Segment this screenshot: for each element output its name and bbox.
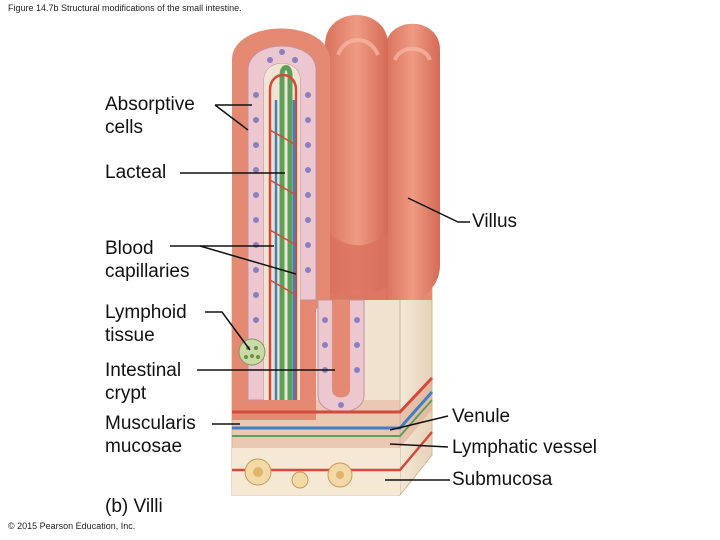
label-blood-capillaries-line2: capillaries (105, 261, 190, 282)
label-lymphoid-tissue-line1: Lymphoid (105, 302, 187, 323)
leader-lines (170, 104, 470, 481)
label-submucosa: Submucosa (452, 469, 553, 490)
label-villus: Villus (472, 211, 518, 232)
label-absorptive-cells-line1: Absorptive (105, 94, 195, 115)
villus-middle (325, 15, 388, 300)
label-intestinal-crypt-line1: Intestinal (105, 360, 182, 381)
lymphoid-tissue-nodule (238, 338, 266, 366)
panel-label: (b) Villi (105, 496, 163, 517)
label-blood-capillaries-line1: Blood (105, 238, 154, 259)
label-lymphatic-vessel: Lymphatic vessel (452, 437, 598, 458)
intestinal-crypt (317, 299, 365, 413)
label-absorptive-cells-line2: cells (105, 117, 144, 138)
label-lacteal: Lacteal (105, 162, 167, 183)
label-muscularis-mucosae-line2: mucosae (105, 436, 183, 457)
figure-caption: Figure 14.7b Structural modifications of… (8, 3, 242, 13)
copyright-notice: © 2015 Pearson Education, Inc. (8, 521, 136, 531)
villus-right (385, 23, 440, 300)
blood-capillaries (268, 73, 298, 400)
label-muscularis-mucosae: Muscularis mucosae (105, 412, 196, 458)
label-blood-capillaries: Blood capillaries (105, 237, 189, 283)
label-lymphoid-tissue: Lymphoid tissue (105, 301, 187, 347)
submucosa-clusters (244, 458, 353, 489)
label-intestinal-crypt: Intestinal crypt (105, 359, 181, 405)
label-venule: Venule (452, 406, 511, 427)
label-absorptive-cells: Absorptive cells (105, 93, 195, 139)
label-lymphoid-tissue-line2: tissue (105, 325, 155, 346)
label-muscularis-mucosae-line1: Muscularis (105, 413, 196, 434)
label-intestinal-crypt-line2: crypt (105, 383, 147, 404)
